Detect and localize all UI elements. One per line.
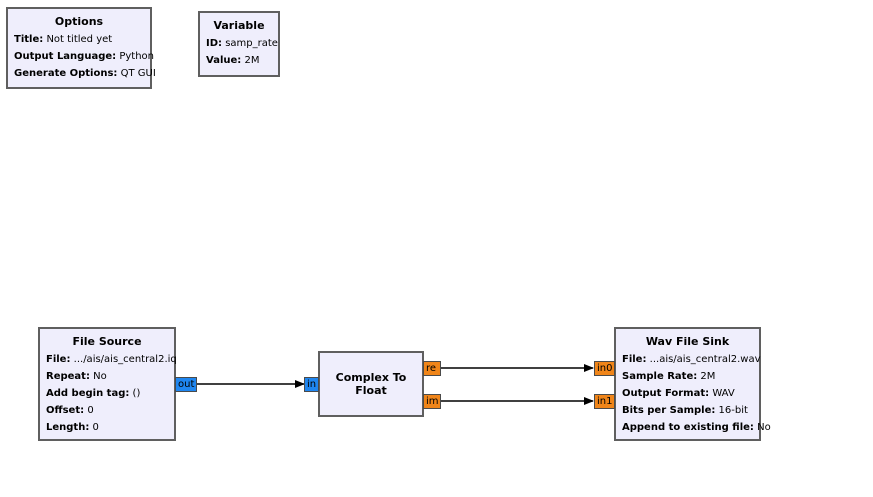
options-block[interactable]: Options Title: Not titled yet Output Lan…: [6, 7, 156, 89]
file-source-out-port[interactable]: out: [175, 377, 197, 392]
file-source-param-offset: Offset: 0: [46, 405, 94, 416]
wav-file-sink-block[interactable]: Wav File Sink File: ...ais/ais_central2.…: [614, 327, 771, 441]
wav-sink-param-bits-per-sample: Bits per Sample: 16-bit: [622, 405, 748, 416]
wav-sink-param-sample-rate: Sample Rate: 2M: [622, 371, 716, 382]
options-param-title: Title: Not titled yet: [14, 34, 113, 45]
wav-sink-in0-port[interactable]: in0: [594, 361, 615, 376]
file-source-param-file: File: .../ais/ais_central2.iq: [46, 354, 177, 365]
options-param-generate-options: Generate Options: QT GUI: [14, 68, 156, 79]
variable-block[interactable]: Variable ID: samp_rate Value: 2M: [198, 11, 280, 77]
complex-to-float-re-port[interactable]: re: [423, 361, 441, 376]
complex-to-float-in-port[interactable]: in: [304, 377, 319, 392]
file-source-param-length: Length: 0: [46, 422, 99, 433]
complex-to-float-im-port[interactable]: im: [423, 394, 441, 409]
variable-block-title: Variable: [213, 19, 265, 32]
complex-to-float-block-title: Complex To Float: [335, 371, 407, 397]
variable-param-value: Value: 2M: [206, 55, 260, 66]
variable-param-id: ID: samp_rate: [206, 38, 278, 49]
file-source-param-repeat: Repeat: No: [46, 371, 107, 382]
wav-sink-in1-port[interactable]: in1: [594, 394, 615, 409]
options-param-output-language: Output Language: Python: [14, 51, 155, 62]
options-block-title: Options: [54, 15, 104, 28]
file-source-block[interactable]: File Source File: .../ais/ais_central2.i…: [38, 327, 177, 441]
file-source-param-begin-tag: Add begin tag: (): [46, 388, 141, 399]
file-source-block-title: File Source: [72, 335, 142, 348]
complex-to-float-block[interactable]: Complex To Float: [318, 351, 424, 417]
wav-sink-param-file: File: ...ais/ais_central2.wav: [622, 354, 761, 365]
wav-sink-param-output-format: Output Format: WAV: [622, 388, 735, 399]
wav-file-sink-block-title: Wav File Sink: [645, 335, 730, 348]
wav-sink-param-append: Append to existing file: No: [622, 422, 771, 433]
